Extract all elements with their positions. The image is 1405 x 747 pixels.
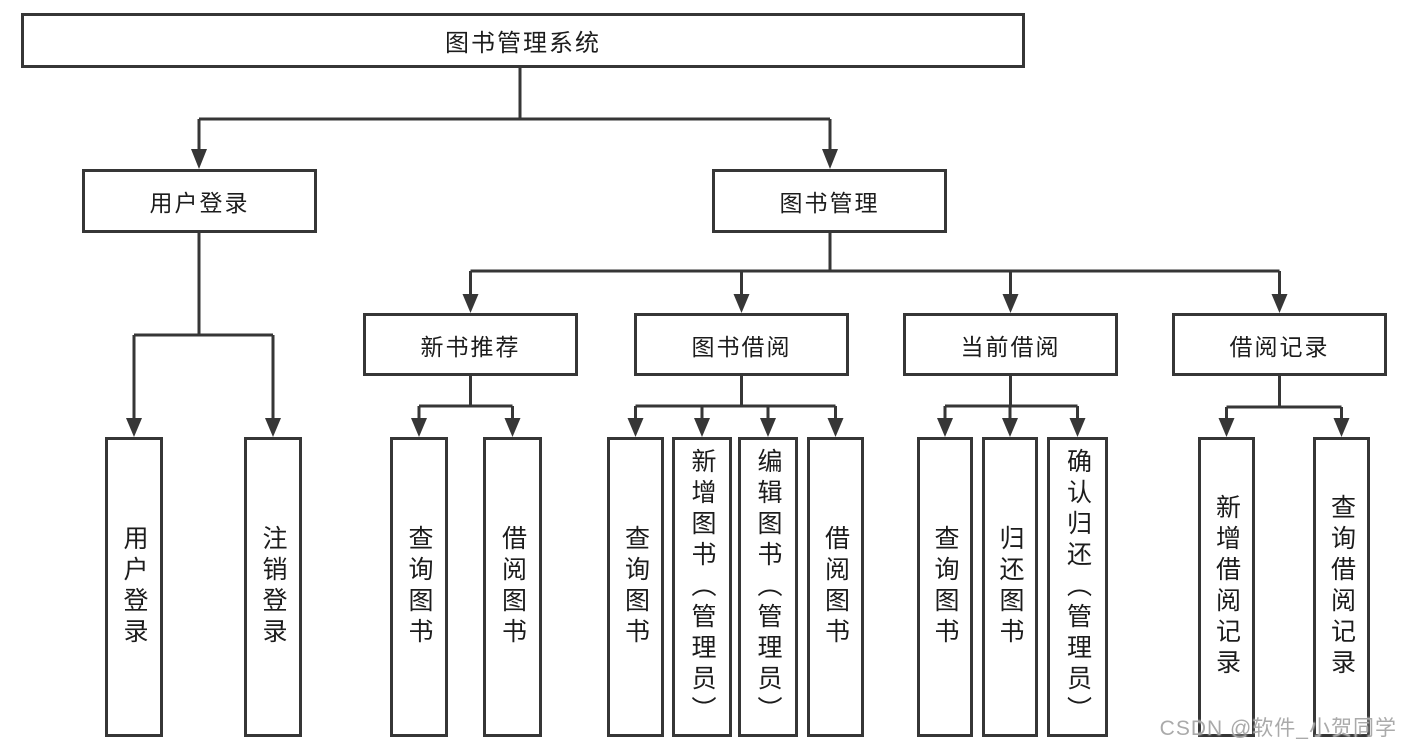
node-leaf-add-borrow-record: 新增借阅记录 — [1198, 437, 1255, 737]
connector-currentborrowing-to-leaves — [943, 376, 1079, 420]
arrow-down-icon — [822, 149, 838, 169]
arrow-down-icon — [411, 418, 427, 437]
node-book-borrowing: 图书借阅 — [634, 313, 849, 376]
node-leaf-borrow-books-rec: 借阅图书 — [483, 437, 542, 737]
node-library-management-system: 图书管理系统 — [21, 13, 1025, 68]
node-leaf-query-books-bb: 查询图书 — [607, 437, 664, 737]
arrow-down-icon — [265, 418, 281, 437]
node-book-management: 图书管理 — [712, 169, 947, 233]
arrow-down-icon — [462, 294, 479, 313]
node-leaf-logout: 注销登录 — [244, 437, 302, 737]
connector-newbookrec-to-leaves — [417, 376, 514, 420]
arrow-down-icon — [694, 418, 710, 437]
node-leaf-return-books: 归还图书 — [982, 437, 1038, 737]
connector-borrowrecords-to-leaves — [1225, 376, 1343, 420]
connector-bookmgmt-to-level2 — [469, 233, 1281, 296]
node-new-book-recommendation: 新书推荐 — [363, 313, 578, 376]
node-leaf-user-login: 用户登录 — [105, 437, 163, 737]
node-user-login: 用户登录 — [82, 169, 317, 233]
arrow-down-icon — [1218, 418, 1235, 437]
connector-userlogin-to-leaves — [132, 233, 275, 420]
arrow-down-icon — [827, 418, 844, 437]
arrow-down-icon — [504, 418, 521, 437]
node-current-borrowing: 当前借阅 — [903, 313, 1118, 376]
node-leaf-query-borrow-record: 查询借阅记录 — [1313, 437, 1370, 737]
arrow-down-icon — [760, 418, 776, 437]
csdn-watermark: CSDN @软件_小贺同学 — [1159, 717, 1397, 740]
node-borrowing-records: 借阅记录 — [1172, 313, 1387, 376]
arrow-down-icon — [937, 418, 953, 437]
arrow-down-icon — [627, 418, 644, 437]
connector-root-to-level1 — [197, 68, 832, 152]
connector-bookborrowing-to-leaves — [634, 376, 837, 420]
node-leaf-edit-books-admin: 编辑图书（管理员） — [738, 437, 798, 737]
arrow-down-icon — [126, 418, 142, 437]
node-leaf-add-books-admin: 新增图书（管理员） — [672, 437, 732, 737]
arrow-down-icon — [1069, 418, 1086, 437]
node-leaf-borrow-books-bb: 借阅图书 — [807, 437, 864, 737]
arrow-down-icon — [1333, 418, 1350, 437]
node-leaf-query-books-cb: 查询图书 — [917, 437, 973, 737]
node-leaf-query-books-rec: 查询图书 — [390, 437, 448, 737]
arrow-down-icon — [733, 294, 750, 313]
node-leaf-confirm-return-admin: 确认归还（管理员） — [1047, 437, 1108, 737]
arrow-down-icon — [1002, 294, 1019, 313]
arrow-down-icon — [191, 149, 207, 169]
arrow-down-icon — [1271, 294, 1288, 313]
arrow-down-icon — [1002, 418, 1018, 437]
